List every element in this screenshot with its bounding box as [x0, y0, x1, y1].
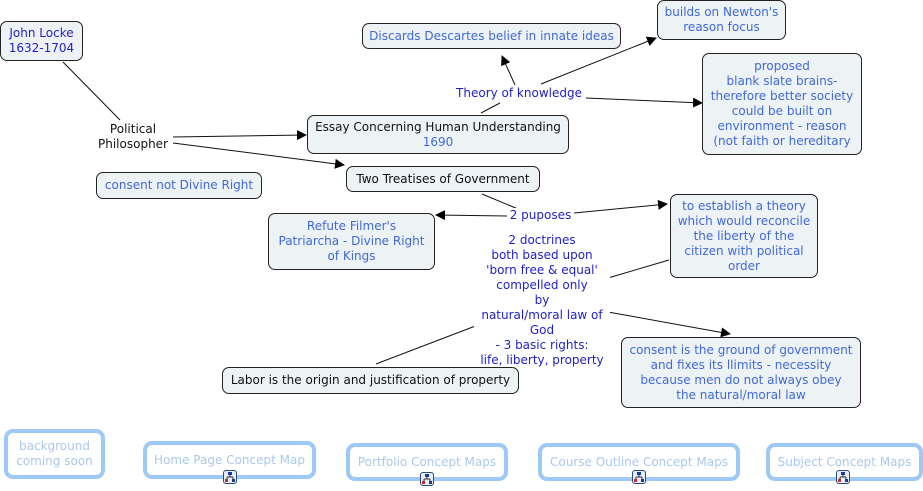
node-consent-not-divine-right[interactable]: consent not Divine Right [96, 172, 262, 199]
essay-year: 1690 [422, 134, 454, 149]
concept-map-icon[interactable] [836, 470, 850, 484]
label-two-purposes[interactable]: 2 puposes [507, 208, 574, 223]
node-labor-property[interactable]: Labor is the origin and justification of… [222, 367, 519, 394]
link-philosopher-treatises [172, 142, 345, 169]
link-purposes-filmer [435, 210, 508, 221]
link-doctrines-consent [607, 311, 731, 338]
node-blank-slate[interactable]: proposed blank slate brains- therefore b… [702, 53, 862, 155]
link-theory-descartes [501, 55, 516, 86]
link-treatises-purposes [481, 193, 519, 210]
label-two-doctrines[interactable]: 2 doctrines both based upon 'born free &… [474, 233, 610, 368]
label-theory-of-knowledge[interactable]: Theory of knowledge [452, 86, 586, 101]
link-doctrines-labor [375, 324, 479, 365]
link-essay-theory [480, 102, 501, 114]
concept-map-icon[interactable] [420, 472, 434, 486]
concept-map-icon[interactable] [223, 470, 237, 484]
link-theory-newton [540, 36, 657, 85]
nav-background[interactable]: background coming soon [4, 429, 105, 479]
node-newton[interactable]: builds on Newton's reason focus [657, 0, 786, 40]
node-refute-filmer[interactable]: Refute Filmer's Patriarcha - Divine Righ… [268, 213, 435, 270]
node-consent-ground[interactable]: consent is the ground of government and … [621, 337, 861, 408]
link-purposes-establish [573, 199, 668, 214]
node-two-treatises[interactable]: Two Treatises of Government [346, 166, 540, 192]
node-establish-theory[interactable]: to establish a theory which would reconc… [670, 194, 818, 278]
link-philosopher-essay [172, 130, 307, 141]
node-essay-human-understanding[interactable]: Essay Concerning Human Understanding 169… [307, 115, 569, 154]
link-theory-blankslate [585, 97, 703, 108]
node-discards-descartes[interactable]: Discards Descartes belief in innate idea… [362, 23, 621, 49]
link-establish-doctrines [607, 259, 670, 279]
nav-portfolio-concept-maps[interactable]: Portfolio Concept Maps [346, 443, 508, 481]
concept-map-icon[interactable] [632, 470, 646, 484]
label-political-philosopher[interactable]: Political Philosopher [96, 122, 170, 152]
node-john-locke[interactable]: John Locke 1632-1704 [0, 21, 83, 61]
link-locke-philosopher [62, 61, 121, 121]
essay-title: Essay Concerning Human Understanding [315, 119, 561, 134]
